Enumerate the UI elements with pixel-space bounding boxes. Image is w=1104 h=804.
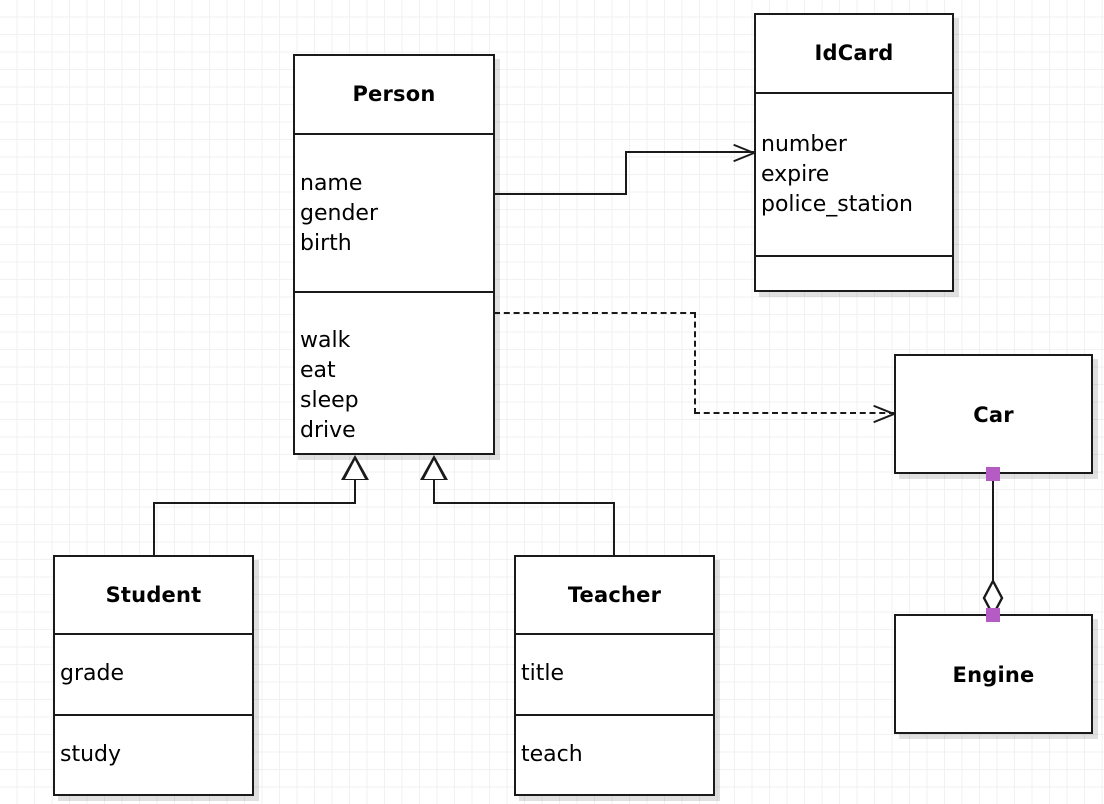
association-segment: [625, 151, 755, 153]
teacher-divider-2: [516, 714, 713, 716]
operation-item: study: [60, 742, 122, 767]
dependency-segment: [494, 312, 696, 314]
class-box-person[interactable]: Person name gender birth walk eat sleep …: [293, 54, 495, 455]
person-divider-1: [295, 133, 493, 135]
generalization-segment: [613, 502, 615, 557]
teacher-operations-compartment: teach: [516, 716, 713, 794]
teacher-attributes-compartment: title: [516, 635, 713, 714]
person-operations-compartment: walk eat sleep drive: [295, 293, 493, 453]
person-divider-2: [295, 291, 493, 293]
class-name-student: Student: [105, 583, 202, 607]
person-attribute-list: name gender birth: [300, 169, 491, 259]
generalization-segment: [433, 502, 614, 504]
student-name-compartment: Student: [55, 557, 252, 635]
attribute-item: gender: [300, 201, 378, 226]
connector-handle-car[interactable]: [986, 467, 1000, 481]
class-box-car[interactable]: Car: [894, 354, 1093, 474]
teacher-attribute-list: title: [521, 659, 711, 689]
class-name-person: Person: [352, 82, 436, 106]
operation-item: teach: [521, 742, 583, 767]
association-segment: [625, 151, 627, 195]
operation-item: drive: [300, 418, 356, 443]
aggregation-segment: [992, 472, 994, 584]
idcard-attribute-list: number expire police_station: [761, 130, 950, 220]
operation-item: eat: [300, 358, 336, 383]
student-operation-list: study: [60, 740, 250, 770]
attribute-item: number: [761, 132, 847, 157]
class-name-car: Car: [973, 403, 1014, 427]
operation-item: walk: [300, 328, 351, 353]
student-divider-1: [55, 633, 252, 635]
connector-handle-engine[interactable]: [986, 608, 1000, 622]
attribute-item: expire: [761, 162, 830, 187]
generalization-segment: [433, 479, 435, 504]
idcard-divider-2: [756, 255, 952, 257]
person-attributes-compartment: name gender birth: [295, 135, 493, 291]
car-name-compartment: Car: [896, 356, 1091, 472]
attribute-item: name: [300, 171, 363, 196]
attribute-item: title: [521, 661, 565, 686]
student-operations-compartment: study: [55, 716, 252, 794]
student-attributes-compartment: grade: [55, 635, 252, 714]
student-attribute-list: grade: [60, 659, 250, 689]
teacher-name-compartment: Teacher: [516, 557, 713, 635]
idcard-name-compartment: IdCard: [756, 15, 952, 94]
class-box-teacher[interactable]: Teacher title teach: [514, 555, 715, 796]
class-name-idcard: IdCard: [814, 41, 894, 65]
teacher-divider-1: [516, 633, 713, 635]
class-box-idcard[interactable]: IdCard number expire police_station: [754, 13, 954, 292]
engine-name-compartment: Engine: [896, 616, 1091, 732]
idcard-operations-compartment: [756, 257, 952, 290]
generalization-segment: [153, 502, 155, 557]
attribute-item: police_station: [761, 192, 913, 217]
person-name-compartment: Person: [295, 56, 493, 135]
operation-item: sleep: [300, 388, 359, 413]
person-operation-list: walk eat sleep drive: [300, 326, 491, 446]
generalization-segment: [354, 479, 356, 504]
generalization-segment: [153, 502, 356, 504]
attribute-item: birth: [300, 231, 352, 256]
attribute-item: grade: [60, 661, 124, 686]
idcard-attributes-compartment: number expire police_station: [756, 94, 952, 255]
teacher-operation-list: teach: [521, 740, 711, 770]
student-divider-2: [55, 714, 252, 716]
class-box-student[interactable]: Student grade study: [53, 555, 254, 796]
class-name-teacher: Teacher: [567, 583, 662, 607]
class-box-engine[interactable]: Engine: [894, 614, 1093, 734]
dependency-segment: [694, 412, 895, 414]
dependency-segment: [694, 312, 696, 414]
association-segment: [494, 193, 627, 195]
idcard-divider-1: [756, 92, 952, 94]
class-name-engine: Engine: [952, 663, 1035, 687]
